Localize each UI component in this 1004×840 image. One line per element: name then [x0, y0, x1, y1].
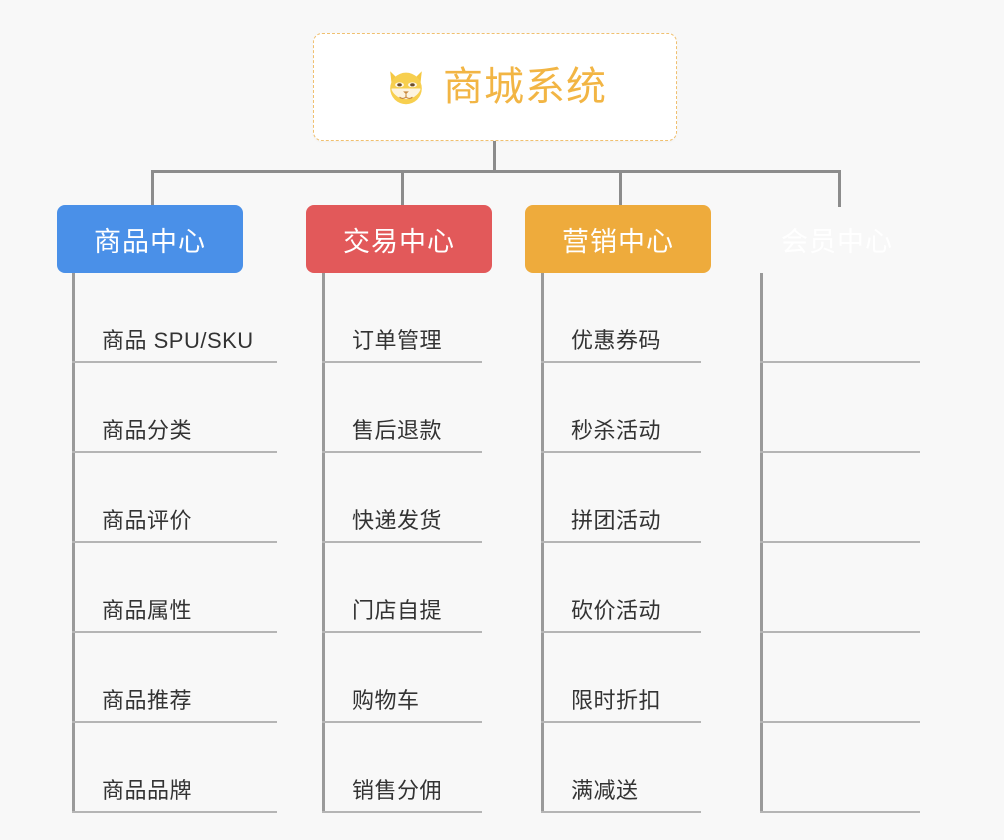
branch-rail [72, 273, 75, 813]
list-item[interactable]: 商品评价 [72, 453, 277, 543]
list-item[interactable]: 售后退款 [322, 363, 482, 453]
branch-box-marketing-center[interactable]: 营销中心 [525, 205, 711, 273]
branch-box-trade-center[interactable]: 交易中心 [306, 205, 492, 273]
list-item[interactable]: 订单管理 [322, 273, 482, 363]
list-item[interactable]: 销售分佣 [322, 723, 482, 813]
list-item[interactable]: 商品 SPU/SKU [72, 273, 277, 363]
branch-items-member-center [760, 273, 920, 813]
list-item[interactable]: 拼团活动 [541, 453, 701, 543]
branch-box-product-center[interactable]: 商品中心 [57, 205, 243, 273]
connector-drop-4 [838, 170, 841, 207]
list-item[interactable] [760, 363, 920, 453]
list-item[interactable] [760, 633, 920, 723]
list-item[interactable] [760, 543, 920, 633]
list-item[interactable]: 商品分类 [72, 363, 277, 453]
branch-label: 商品中心 [94, 226, 206, 257]
list-item[interactable]: 商品推荐 [72, 633, 277, 723]
root-title: 商城系统 [443, 65, 607, 109]
root-node-content: 商城系统 [383, 64, 607, 110]
branch-label: 会员中心 [781, 226, 893, 257]
list-item[interactable]: 购物车 [322, 633, 482, 723]
branch-rail [760, 273, 763, 813]
branch-label: 营销中心 [562, 226, 674, 257]
connector-drop-1 [151, 170, 154, 207]
branch-label: 交易中心 [343, 226, 455, 257]
branch-box-member-center[interactable]: 会员中心 [744, 205, 930, 273]
branch-items-trade-center: 订单管理 售后退款 快递发货 门店自提 购物车 销售分佣 [322, 273, 482, 813]
list-item[interactable]: 满减送 [541, 723, 701, 813]
branch-items-product-center: 商品 SPU/SKU 商品分类 商品评价 商品属性 商品推荐 商品品牌 [72, 273, 277, 813]
list-item[interactable] [760, 273, 920, 363]
list-item[interactable]: 限时折扣 [541, 633, 701, 723]
list-item[interactable]: 砍价活动 [541, 543, 701, 633]
branch-rail [541, 273, 544, 813]
root-node[interactable]: 商城系统 [313, 33, 677, 141]
list-item[interactable]: 商品品牌 [72, 723, 277, 813]
connector-horizontal-bus [151, 170, 841, 173]
connector-drop-2 [401, 170, 404, 207]
list-item[interactable]: 秒杀活动 [541, 363, 701, 453]
list-item[interactable]: 门店自提 [322, 543, 482, 633]
branch-items-marketing-center: 优惠券码 秒杀活动 拼团活动 砍价活动 限时折扣 满减送 [541, 273, 701, 813]
branch-rail [322, 273, 325, 813]
list-item[interactable]: 快递发货 [322, 453, 482, 543]
list-item[interactable]: 优惠券码 [541, 273, 701, 363]
connector-root-stem [493, 141, 496, 172]
connector-drop-3 [619, 170, 622, 207]
list-item[interactable] [760, 453, 920, 543]
list-item[interactable] [760, 723, 920, 813]
shiba-dog-face-icon [390, 71, 422, 106]
list-item[interactable]: 商品属性 [72, 543, 277, 633]
